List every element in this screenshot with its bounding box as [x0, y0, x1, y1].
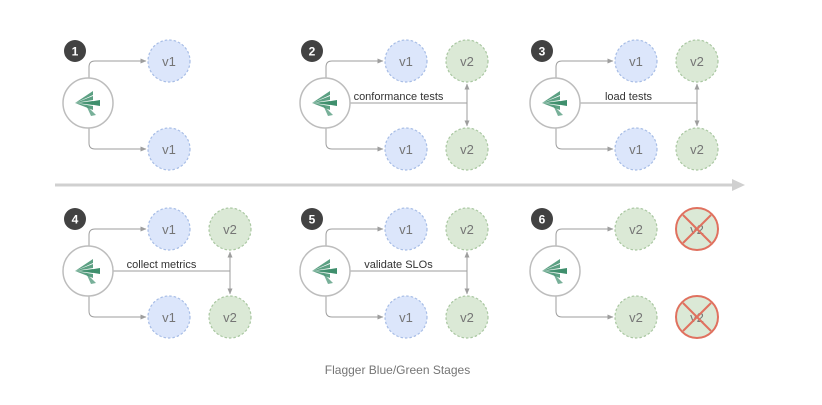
top-secondary-node: v2: [675, 39, 719, 83]
top-secondary-node-label: v2: [460, 222, 474, 237]
bottom-primary-node: v1: [614, 127, 658, 171]
top-primary-node: v1: [147, 207, 191, 251]
stages-group: 1 v1 v1 2 conformance tests v1 v1 v2 v2 3 load tes…: [62, 39, 719, 339]
bottom-primary-node: v2: [614, 295, 658, 339]
bottom-primary-node: v1: [384, 295, 428, 339]
stage-5: 5 validate SLOs v1 v1 v2 v2: [299, 207, 489, 339]
top-secondary-node-label: v2: [690, 54, 704, 69]
step-number: 5: [309, 213, 316, 227]
step-number: 2: [309, 45, 316, 59]
flagger-logo-icon: [75, 91, 100, 116]
step-number-badge: 6: [531, 208, 553, 230]
bottom-secondary-node-label: v2: [460, 142, 474, 157]
removed-cross-icon: [675, 295, 719, 339]
bottom-secondary-node: v2: [675, 295, 719, 339]
top-primary-node-label: v1: [629, 54, 643, 69]
top-primary-node: v1: [614, 39, 658, 83]
timeline-arrowhead: [732, 179, 745, 191]
top-primary-node-label: v2: [629, 222, 643, 237]
stage-4: 4 collect metrics v1 v1 v2 v2: [62, 207, 252, 339]
step-number-badge: 2: [301, 40, 323, 62]
timeline-arrow: [55, 179, 745, 191]
connector-lines: [555, 226, 614, 320]
removed-cross-icon: [675, 207, 719, 251]
top-primary-node-label: v1: [162, 222, 176, 237]
bottom-secondary-node: v2: [208, 295, 252, 339]
bottom-primary-node-label: v1: [162, 142, 176, 157]
bottom-primary-node-label: v1: [162, 310, 176, 325]
bottom-primary-node: v1: [147, 127, 191, 171]
bottom-secondary-node: v2: [445, 127, 489, 171]
step-number-badge: 4: [64, 208, 86, 230]
bottom-secondary-node: v2: [445, 295, 489, 339]
stage-test-label: collect metrics: [127, 259, 197, 271]
top-primary-node: v2: [614, 207, 658, 251]
bottom-primary-node-label: v1: [629, 142, 643, 157]
step-number: 3: [539, 45, 546, 59]
connector-lines: [325, 58, 470, 152]
bottom-secondary-node-label: v2: [223, 310, 237, 325]
stage-6: 6 v2 v2 v2 v2: [529, 207, 719, 339]
stage-3: 3 load tests v1 v1 v2 v2: [529, 39, 719, 171]
step-number-badge: 5: [301, 208, 323, 230]
top-secondary-node: v2: [445, 207, 489, 251]
top-primary-node-label: v1: [399, 222, 413, 237]
flagger-logo-icon: [312, 259, 337, 284]
diagram-caption: Flagger Blue/Green Stages: [324, 363, 471, 377]
bottom-primary-node: v1: [384, 127, 428, 171]
flagger-logo-icon: [542, 259, 567, 284]
top-primary-node-label: v1: [399, 54, 413, 69]
top-secondary-node: v2: [675, 207, 719, 251]
bottom-secondary-node-label: v2: [690, 142, 704, 157]
bottom-primary-node: v1: [147, 295, 191, 339]
step-number: 4: [72, 213, 79, 227]
top-secondary-node: v2: [445, 39, 489, 83]
stage-1: 1 v1 v1: [62, 39, 191, 171]
top-primary-node: v1: [384, 207, 428, 251]
flagger-logo-icon: [312, 91, 337, 116]
stage-2: 2 conformance tests v1 v1 v2 v2: [299, 39, 489, 171]
step-number: 6: [539, 213, 546, 227]
connector-lines: [88, 226, 233, 320]
connector-lines: [325, 226, 470, 320]
top-primary-node-label: v1: [162, 54, 176, 69]
flagger-logo-icon: [75, 259, 100, 284]
step-number-badge: 1: [64, 40, 86, 62]
stage-test-label: validate SLOs: [364, 259, 433, 271]
top-secondary-node-label: v2: [223, 222, 237, 237]
bottom-primary-node-label: v1: [399, 142, 413, 157]
bottom-secondary-node-label: v2: [460, 310, 474, 325]
bottom-secondary-node: v2: [675, 127, 719, 171]
step-number: 1: [72, 45, 79, 59]
top-primary-node: v1: [147, 39, 191, 83]
top-primary-node: v1: [384, 39, 428, 83]
connector-lines: [88, 58, 147, 152]
connector-lines: [555, 58, 700, 152]
stage-test-label: conformance tests: [354, 91, 444, 103]
top-secondary-node-label: v2: [460, 54, 474, 69]
bottom-primary-node-label: v1: [399, 310, 413, 325]
top-secondary-node: v2: [208, 207, 252, 251]
step-number-badge: 3: [531, 40, 553, 62]
stage-test-label: load tests: [605, 91, 653, 103]
flagger-logo-icon: [542, 91, 567, 116]
bottom-primary-node-label: v2: [629, 310, 643, 325]
